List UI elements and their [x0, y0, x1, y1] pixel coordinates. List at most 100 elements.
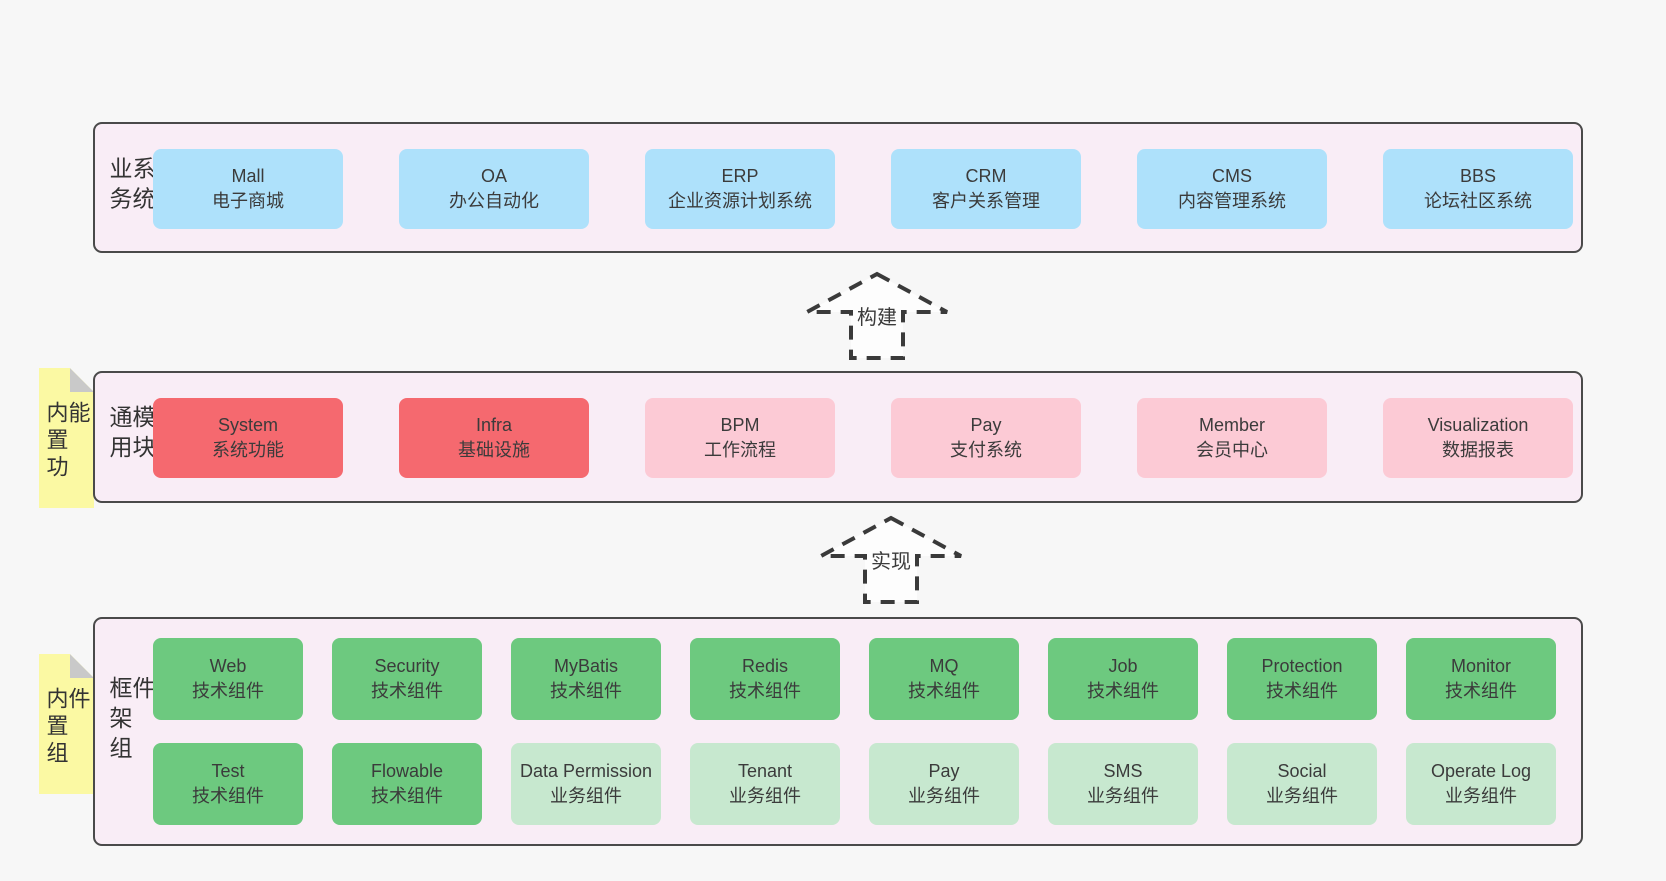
box-pay-component: Pay 业务组件	[869, 743, 1019, 825]
sticky-note-built-in-features: 内置功能	[39, 368, 94, 508]
box-mall: Mall 电子商城	[153, 149, 343, 229]
box-title: Pay	[970, 415, 1002, 435]
box-subtitle: 电子商城	[212, 191, 284, 211]
box-title: Protection	[1261, 656, 1343, 676]
box-title: Job	[1108, 656, 1138, 676]
box-title: BBS	[1459, 166, 1497, 186]
box-mybatis: MyBatis 技术组件	[511, 638, 661, 720]
box-title: Web	[209, 656, 247, 676]
box-job: Job 技术组件	[1048, 638, 1198, 720]
sticky-note-built-in-components: 内置组件	[39, 654, 94, 794]
box-cms: CMS 内容管理系统	[1137, 149, 1327, 229]
box-title: Infra	[475, 415, 513, 435]
box-protection: Protection 技术组件	[1227, 638, 1377, 720]
framework-components-panel: 框架组件 Web 技术组件 Security 技术组件 MyBatis 技术组件…	[93, 617, 1583, 846]
common-modules-row: System 系统功能 Infra 基础设施 BPM 工作流程 Pay 支付系统…	[153, 398, 1573, 478]
framework-components-label: 框架组件	[106, 675, 155, 766]
box-subtitle: 支付系统	[950, 440, 1022, 460]
box-mq: MQ 技术组件	[869, 638, 1019, 720]
box-title: BPM	[720, 415, 760, 435]
common-modules-panel: 通用模块 System 系统功能 Infra 基础设施 BPM 工作流程 Pay…	[93, 371, 1583, 503]
box-sms: SMS 业务组件	[1048, 743, 1198, 825]
box-system: System 系统功能	[153, 398, 343, 478]
box-title: MQ	[929, 656, 959, 676]
box-web: Web 技术组件	[153, 638, 303, 720]
box-flowable: Flowable 技术组件	[332, 743, 482, 825]
box-visualization: Visualization 数据报表	[1383, 398, 1573, 478]
box-subtitle: 技术组件	[371, 681, 443, 701]
box-title: Test	[211, 761, 245, 781]
box-subtitle: 数据报表	[1442, 440, 1514, 460]
framework-components-row-1: Web 技术组件 Security 技术组件 MyBatis 技术组件 Redi…	[153, 638, 1556, 720]
box-subtitle: 基础设施	[458, 440, 530, 460]
box-subtitle: 技术组件	[908, 681, 980, 701]
box-title: Social	[1277, 761, 1327, 781]
business-systems-label: 业务系统	[106, 155, 155, 216]
folded-corner-icon	[70, 654, 94, 678]
box-redis: Redis 技术组件	[690, 638, 840, 720]
box-subtitle: 技术组件	[192, 681, 264, 701]
arrow-build-label: 构建	[854, 301, 900, 330]
folded-corner-icon	[70, 368, 94, 392]
box-subtitle: 论坛社区系统	[1424, 191, 1532, 211]
box-title: MyBatis	[553, 656, 618, 676]
box-monitor: Monitor 技术组件	[1406, 638, 1556, 720]
box-title: ERP	[721, 166, 759, 186]
box-subtitle: 业务组件	[550, 786, 622, 806]
box-subtitle: 业务组件	[729, 786, 801, 806]
box-title: Member	[1198, 415, 1265, 435]
box-title: Pay	[928, 761, 960, 781]
box-pay-module: Pay 支付系统	[891, 398, 1081, 478]
box-title: Mall	[231, 166, 265, 186]
box-title: Monitor	[1450, 656, 1512, 676]
box-title: OA	[480, 166, 507, 186]
box-subtitle: 技术组件	[1266, 681, 1338, 701]
arrow-build: 构建	[802, 270, 952, 362]
box-subtitle: 技术组件	[729, 681, 801, 701]
box-member: Member 会员中心	[1137, 398, 1327, 478]
sticky-note-text: 内置组件	[43, 687, 91, 768]
box-subtitle: 业务组件	[908, 786, 980, 806]
box-subtitle: 技术组件	[371, 786, 443, 806]
box-subtitle: 内容管理系统	[1178, 191, 1286, 211]
box-oa: OA 办公自动化	[399, 149, 589, 229]
box-erp: ERP 企业资源计划系统	[645, 149, 835, 229]
box-title: Operate Log	[1430, 761, 1532, 781]
framework-components-row-2: Test 技术组件 Flowable 技术组件 Data Permission …	[153, 743, 1556, 825]
box-operate-log: Operate Log 业务组件	[1406, 743, 1556, 825]
box-subtitle: 办公自动化	[449, 191, 539, 211]
box-title: CMS	[1212, 166, 1252, 186]
box-subtitle: 技术组件	[550, 681, 622, 701]
box-title: Tenant	[737, 761, 793, 781]
box-bbs: BBS 论坛社区系统	[1383, 149, 1573, 229]
arrow-implement-label: 实现	[868, 545, 914, 574]
box-subtitle: 企业资源计划系统	[668, 191, 812, 211]
box-security: Security 技术组件	[332, 638, 482, 720]
box-subtitle: 系统功能	[212, 440, 284, 460]
box-subtitle: 业务组件	[1087, 786, 1159, 806]
box-test: Test 技术组件	[153, 743, 303, 825]
box-title: Data Permission	[519, 761, 653, 781]
business-systems-row: Mall 电子商城 OA 办公自动化 ERP 企业资源计划系统 CRM 客户关系…	[153, 149, 1573, 229]
box-subtitle: 技术组件	[1087, 681, 1159, 701]
business-systems-panel: 业务系统 Mall 电子商城 OA 办公自动化 ERP 企业资源计划系统 CRM…	[93, 122, 1583, 253]
box-subtitle: 业务组件	[1445, 786, 1517, 806]
box-infra: Infra 基础设施	[399, 398, 589, 478]
box-title: Flowable	[370, 761, 444, 781]
box-subtitle: 技术组件	[1445, 681, 1517, 701]
box-subtitle: 工作流程	[704, 440, 776, 460]
box-title: Redis	[741, 656, 789, 676]
sticky-note-text: 内置功能	[43, 401, 91, 482]
box-crm: CRM 客户关系管理	[891, 149, 1081, 229]
box-subtitle: 业务组件	[1266, 786, 1338, 806]
box-title: SMS	[1103, 761, 1143, 781]
box-subtitle: 客户关系管理	[932, 191, 1040, 211]
box-tenant: Tenant 业务组件	[690, 743, 840, 825]
box-title: Security	[374, 656, 440, 676]
box-subtitle: 技术组件	[192, 786, 264, 806]
arrow-implement: 实现	[816, 514, 966, 606]
box-title: Visualization	[1427, 415, 1529, 435]
box-social: Social 业务组件	[1227, 743, 1377, 825]
common-modules-label: 通用模块	[106, 405, 155, 465]
box-bpm: BPM 工作流程	[645, 398, 835, 478]
